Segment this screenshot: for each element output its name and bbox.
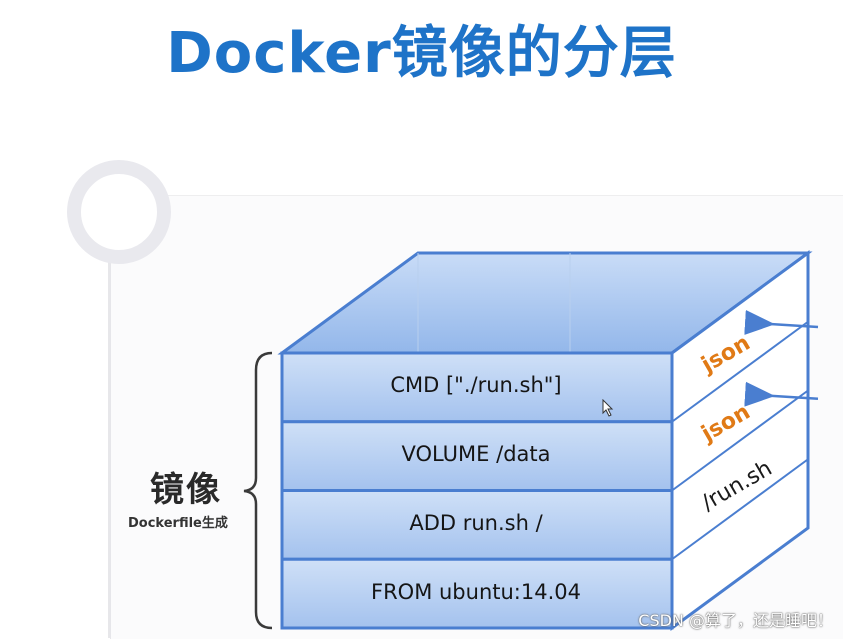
mouse-cursor-icon bbox=[602, 399, 614, 417]
watermark: CSDN @算了，还是睡吧！ bbox=[638, 611, 833, 630]
page-title: Docker镜像的分层 bbox=[166, 21, 677, 86]
side-divider bbox=[671, 320, 809, 423]
image-bracket bbox=[243, 351, 273, 630]
side-divider bbox=[671, 458, 809, 561]
layer-box bbox=[280, 420, 674, 492]
layer-label: FROM ubuntu:14.04 bbox=[371, 579, 581, 604]
side-divider bbox=[671, 389, 809, 492]
image-group-sublabel: Dockerfile生成 bbox=[128, 516, 228, 531]
layer-box bbox=[280, 489, 674, 561]
layer-label: CMD ["./run.sh"] bbox=[390, 373, 562, 398]
input-arrow bbox=[744, 309, 819, 335]
layer-label: ADD run.sh / bbox=[409, 510, 543, 535]
layer-box bbox=[280, 557, 674, 630]
layer-label: VOLUME /data bbox=[401, 442, 551, 467]
timeline-line bbox=[108, 232, 110, 638]
image-group-label: 镜像 bbox=[150, 470, 222, 510]
input-arrow bbox=[744, 381, 819, 407]
